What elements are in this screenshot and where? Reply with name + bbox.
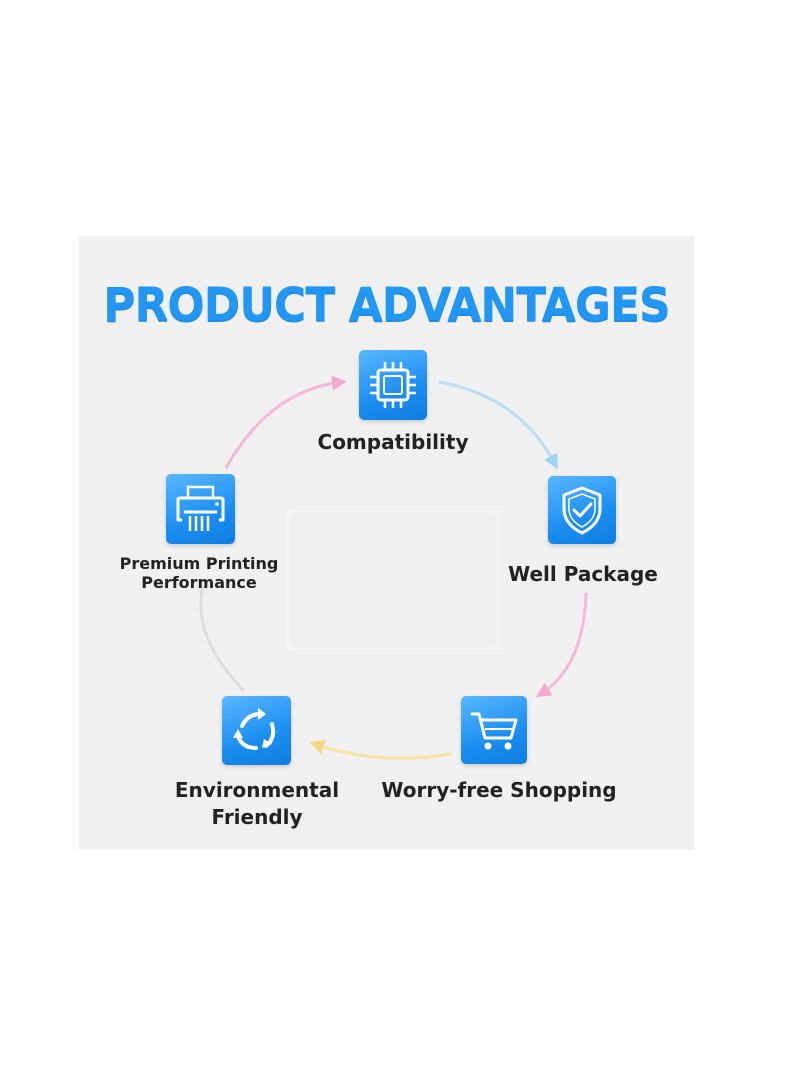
label-premium-line2: Performance [141, 573, 257, 592]
cycle-arrows [199, 375, 588, 760]
shopping-cart-icon [461, 696, 527, 764]
arc-environmental-to-printing [199, 585, 246, 693]
center-placeholder [287, 510, 499, 650]
label-well-package: Well Package [508, 562, 658, 586]
label-environmental-friendly: Environmental Friendly [157, 777, 357, 831]
label-premium-line1: Premium Printing [119, 554, 279, 573]
label-environmental-line2: Friendly [211, 805, 303, 829]
label-compatibility: Compatibility [317, 430, 469, 454]
label-worry-free-shopping: Worry-free Shopping [381, 778, 617, 802]
arc-shopping-to-environmental [309, 739, 452, 760]
page-title: PRODUCT ADVANTAGES [103, 278, 670, 333]
printer-icon [166, 474, 235, 544]
arc-compatibility-to-package [438, 380, 558, 470]
advantages-panel: PRODUCT ADVANTAGES [79, 236, 694, 850]
label-premium-printing: Premium Printing Performance [99, 554, 299, 592]
chip-icon [359, 350, 427, 420]
recycle-icon [222, 696, 291, 765]
arc-package-to-shopping [535, 592, 588, 698]
label-environmental-line1: Environmental [174, 778, 340, 802]
shield-check-icon [548, 476, 616, 544]
arc-printing-to-compatibility [224, 375, 347, 469]
